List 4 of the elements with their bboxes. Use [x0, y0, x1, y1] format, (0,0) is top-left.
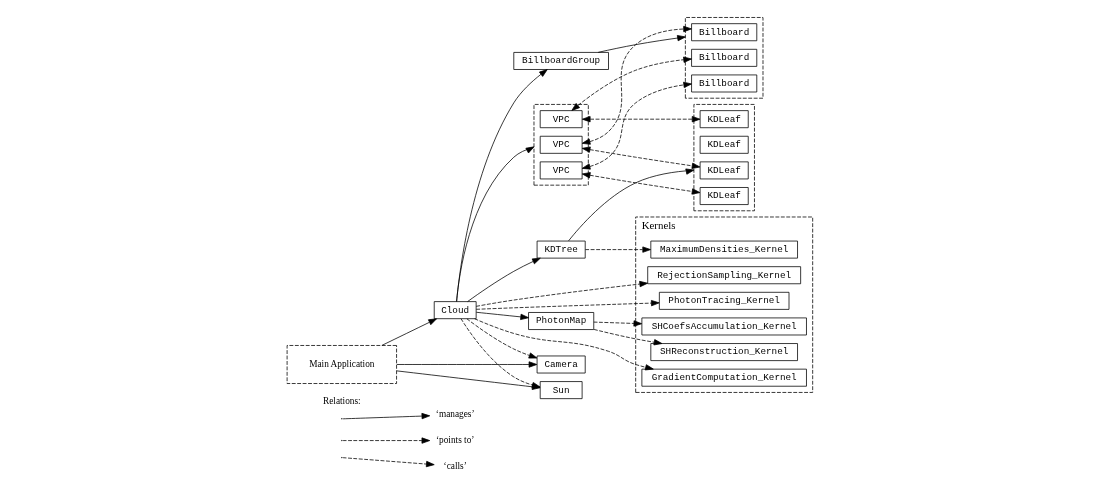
legend-label: ‘calls’ [443, 460, 467, 471]
legend-label: ‘points to’ [435, 434, 475, 445]
legend-label: ‘manages’ [435, 409, 475, 420]
label: Relations: [322, 396, 361, 407]
